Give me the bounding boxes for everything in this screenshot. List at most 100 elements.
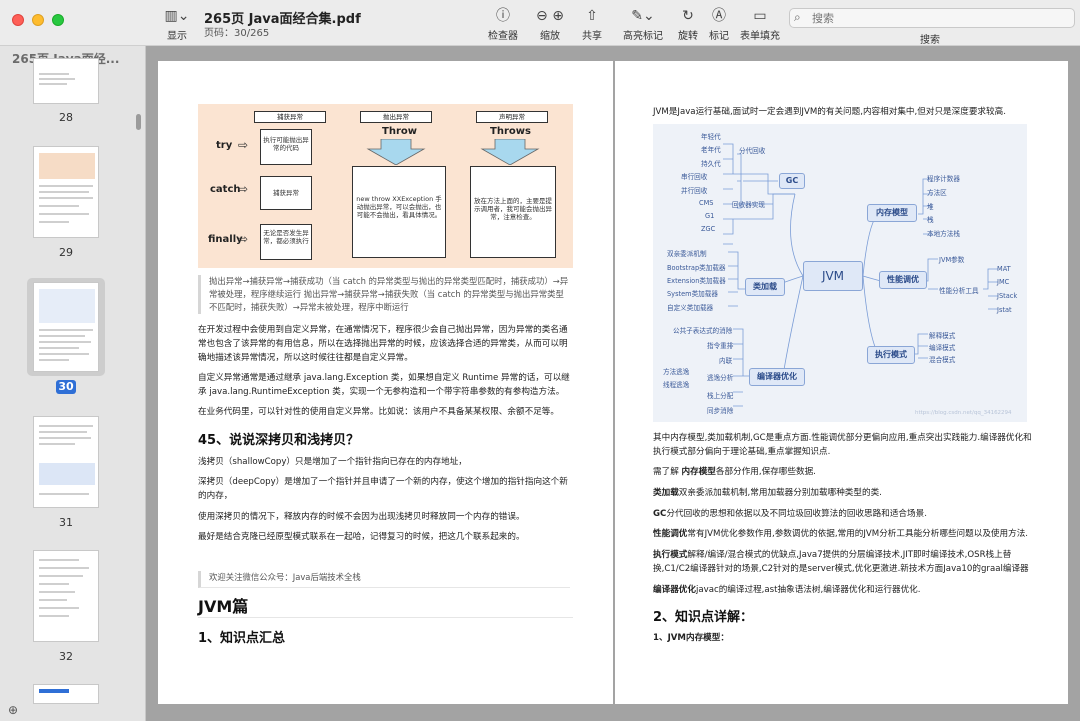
info-icon: ⓘ [496,8,510,24]
mind-leaf: 公共子表达式的消除 [673,327,733,335]
add-page-icon[interactable]: ⊕ [8,703,19,717]
paragraph-exec-mode: 执行模式解释/编译/混合模式的优缺点,Java7提供的分层编译技术,JIT即时编… [653,550,1029,574]
try-box: 执行可能抛出异常的代码 [260,129,312,165]
arrow-icon: ⇨ [238,182,249,196]
zoom-button[interactable]: ⊖ ⊕ 缩放 [530,6,570,42]
display-button[interactable]: ▥⌄ 显示 [160,6,194,42]
mind-leaf: 堆 [927,203,934,211]
page-thumbnail-30[interactable] [33,282,99,372]
throw-arrow-icon [366,139,426,165]
exception-diagram: 捕获异常 抛出异常 声明异常 try ⇨ 执行可能抛出异常的代码 catch ⇨… [198,104,573,268]
minimize-window-button[interactable] [32,14,44,26]
arrow-icon: ⇨ [238,232,249,246]
throw-label: Throw [382,126,417,137]
mind-node-exec-mode: 执行模式 [867,346,915,364]
rotate-icon: ↻ [682,8,694,24]
keyword-finally: finally [208,234,243,245]
search-label: 搜索 [920,35,940,46]
paragraph-compiler: 编译器优化javac的编译过程,ast抽象语法树,编译器优化和运行器优化. [653,585,921,595]
pdf-page-left: 捕获异常 抛出异常 声明异常 try ⇨ 执行可能抛出异常的代码 catch ⇨… [158,61,613,704]
mind-leaf: 本地方法栈 [927,230,960,238]
mind-leaf: ZGC [701,225,716,233]
mind-node-class-loading: 类加载 [745,278,785,296]
mind-leaf: 自定义类加载器 [667,304,714,312]
keyword-try: try [216,140,233,151]
follow-notice: 欢迎关注微信公众号：Java后端技术全栈 [198,571,570,588]
paragraph-custom-exception: 在开发过程中会使用到自定义异常，在通常情况下，程序很少会自己抛出异常，因为异常的… [198,325,568,363]
rotate-button[interactable]: ↻ 旋转 [675,6,701,42]
search-input[interactable] [812,10,1067,26]
mind-leaf: 指令重排 [707,342,734,350]
paragraph-business-usage: 在业务代码里，可以针对性的使用自定义异常。比如说：该用户不具备某某权限、余额不足… [198,407,559,417]
paragraph-jvm-focus: 其中内存模型,类加载机制,GC是重点方面.性能调优部分更偏向应用,重点突出实践能… [653,433,1032,457]
catch-box: 捕获异常 [260,176,312,210]
mind-leaf: JMC [997,278,1010,286]
form-fill-icon: ▭ [753,8,767,24]
highlighter-icon: ✎⌄ [631,8,655,24]
mind-leaf: 方法区 [927,189,947,197]
heading-jvm-memory-model: 1、JVM内存模型： [653,633,729,643]
diagram-header-throw: 抛出异常 [360,111,432,123]
inspector-button[interactable]: ⓘ 检查器 [484,6,522,42]
form-fill-button[interactable]: ▭ 表单填充 [740,8,780,42]
mind-node-memory-model: 内存模型 [867,204,917,222]
mind-leaf: 程序计数器 [927,175,960,183]
mind-leaf: 混合模式 [929,356,956,364]
paragraph-deep-copy-usage: 使用深拷贝的情况下，释放内存的时候不会因为出现浅拷贝时释放同一个内存的错误。 [198,512,525,522]
thumbnail-label-32: 32 [59,650,73,663]
zoom-in-out-icon: ⊖ ⊕ [536,8,564,24]
diagram-header-throws: 声明异常 [476,111,548,123]
mind-leaf: 分代回收 [739,147,766,155]
mind-leaf: 双亲委派机制 [667,250,707,258]
throws-arrow-icon [480,139,540,165]
page-thumbnail-33[interactable] [33,684,99,704]
diagram-header-catch: 捕获异常 [254,111,326,123]
mind-leaf: CMS [699,199,714,207]
share-button[interactable]: ⇧ 共享 [578,6,606,42]
heading-45-copy: 45、说说深拷贝和浅拷贝？ [198,433,360,448]
highlight-button[interactable]: ✎⌄ 高亮标记 [620,6,666,42]
markup-pen-icon: Ⓐ [712,8,726,24]
thumbnail-label-30: 30 [56,380,76,394]
mind-leaf: JStack [997,292,1018,300]
mind-leaf: 编译模式 [929,344,956,352]
mind-leaf: G1 [705,212,715,220]
mind-node-gc: GC [779,173,805,189]
sidebar-toggle-icon: ▥⌄ [164,8,190,24]
page-thumbnail-32[interactable] [33,550,99,642]
page-indicator: 页码：30/265 [204,28,270,39]
mind-leaf: 内联 [719,357,733,365]
mind-leaf: 回收器实现 [732,201,765,209]
mind-leaf: JVM参数 [939,256,965,264]
mind-leaf: Jstat [997,306,1012,314]
search-field[interactable]: ⌕ [789,8,1075,28]
finally-box: 无论是否发生异常，都必须执行 [260,224,312,260]
sidebar-scrollbar[interactable] [136,114,141,130]
document-title: 265页 Java面经合集.pdf [204,12,361,27]
throws-label: Throws [490,126,531,137]
paragraph-extends-exception: 自定义异常通常是通过继承 java.lang.Exception 类，如果想自定… [198,373,570,397]
paragraph-class-loading: 类加载双亲委派加载机制,常用加载器分别加载哪种类型的类. [653,488,882,498]
markup-button[interactable]: Ⓐ 标记 [706,6,732,42]
maximize-window-button[interactable] [52,14,64,26]
page-thumbnail-29[interactable] [33,146,99,238]
exception-flow-quote: 抛出异常→捕获异常→捕获成功（当 catch 的异常类型与抛出的异常类型匹配时，… [198,275,570,314]
pdf-page-right: JVM是Java运行基础,面试时一定会遇到JVM的有关问题,内容相对集中,但对只… [615,61,1068,704]
jvm-intro: JVM是Java运行基础,面试时一定会遇到JVM的有关问题,内容相对集中,但对只… [653,107,1006,117]
paragraph-shallow-copy: 浅拷贝（shallowCopy）只是增加了一个指针指向已存在的内存地址， [198,457,467,467]
mind-leaf: MAT [997,265,1011,273]
page-thumbnail-28[interactable] [33,58,99,104]
paragraph-gc: GC分代回收的思想和依据以及不同垃圾回收算法的回收思路和适合场景. [653,509,927,519]
arrow-icon: ⇨ [238,138,249,152]
mind-leaf: 栈上分配 [707,392,734,400]
close-window-button[interactable] [12,14,24,26]
page-thumbnail-31[interactable] [33,416,99,508]
mind-leaf: 串行回收 [681,173,708,181]
throw-desc-box: new throw XXException 手动抛出异常，可以会抛出，也可能不会… [352,166,446,258]
thumbnail-sidebar: 265页 Java面经... 28 29 30 31 32 [0,46,146,721]
thumbnail-label-29: 29 [59,246,73,259]
search-icon: ⌕ [794,10,801,24]
paragraph-tuning: 性能调优常有JVM优化参数作用,参数调优的依据,常用的JVM分析工具能分析哪些问… [653,529,1029,539]
paragraph-deep-copy: 深拷贝（deepCopy）是增加了一个指针并且申请了一个新的内存，使这个增加的指… [198,477,568,501]
